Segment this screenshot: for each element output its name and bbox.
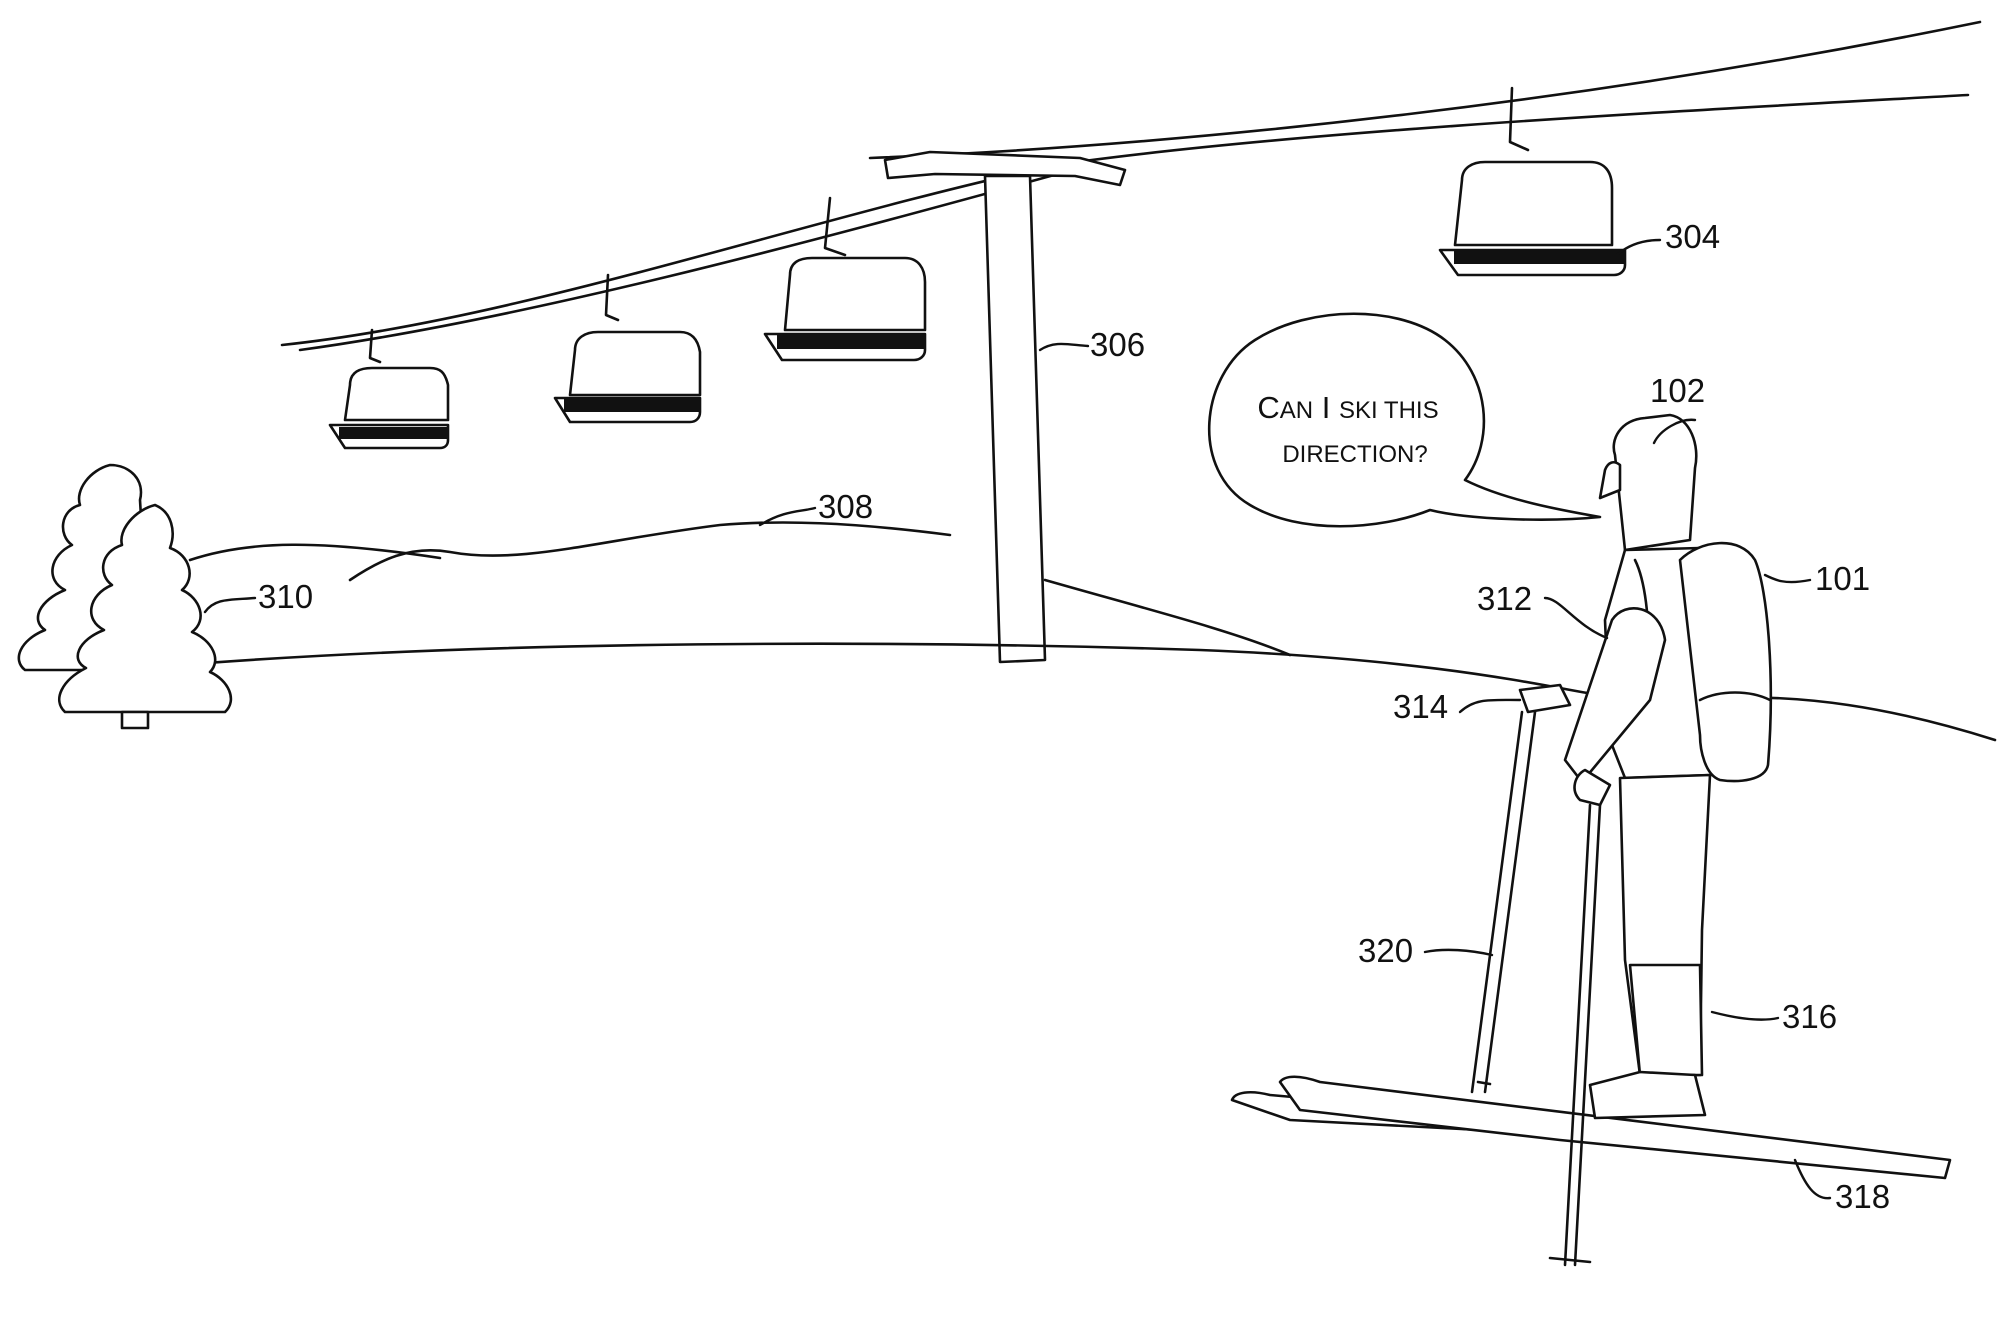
ref-316: 316	[1782, 998, 1837, 1035]
chair-2	[553, 273, 702, 424]
speech-bubble: CAN I SKI THIS DIRECTION?	[1208, 312, 1602, 528]
chair-far	[1438, 86, 1627, 277]
ref-101: 101	[1815, 560, 1870, 597]
chair-1	[328, 328, 450, 450]
ref-306: 306	[1090, 326, 1145, 363]
ref-314: 314	[1393, 688, 1448, 725]
ref-320: 320	[1358, 932, 1413, 969]
ref-102: 102	[1650, 372, 1705, 409]
ref-304: 304	[1665, 218, 1720, 255]
skier	[1230, 413, 1952, 1267]
bubble-an: AN	[1280, 397, 1313, 424]
reference-numerals: 304 306 308 310 102 101 312 314 320 316 …	[258, 218, 1890, 1215]
bubble-cap-i: I	[1322, 390, 1331, 425]
svg-text:CAN I SKI THIS: CAN I SKI THIS	[1257, 390, 1438, 425]
bubble-ski-this: SKI THIS	[1339, 397, 1439, 424]
leader-lines	[203, 238, 1832, 1200]
lift-cables	[280, 20, 1982, 352]
trees	[17, 463, 233, 730]
bubble-line2: DIRECTION?	[1282, 441, 1427, 468]
ref-312: 312	[1477, 580, 1532, 617]
ref-308: 308	[818, 488, 873, 525]
ref-318: 318	[1835, 1178, 1890, 1215]
bubble-cap-c: C	[1257, 390, 1279, 425]
chair-3	[763, 196, 927, 362]
lift-tower	[883, 150, 1127, 664]
ref-310: 310	[258, 578, 313, 615]
